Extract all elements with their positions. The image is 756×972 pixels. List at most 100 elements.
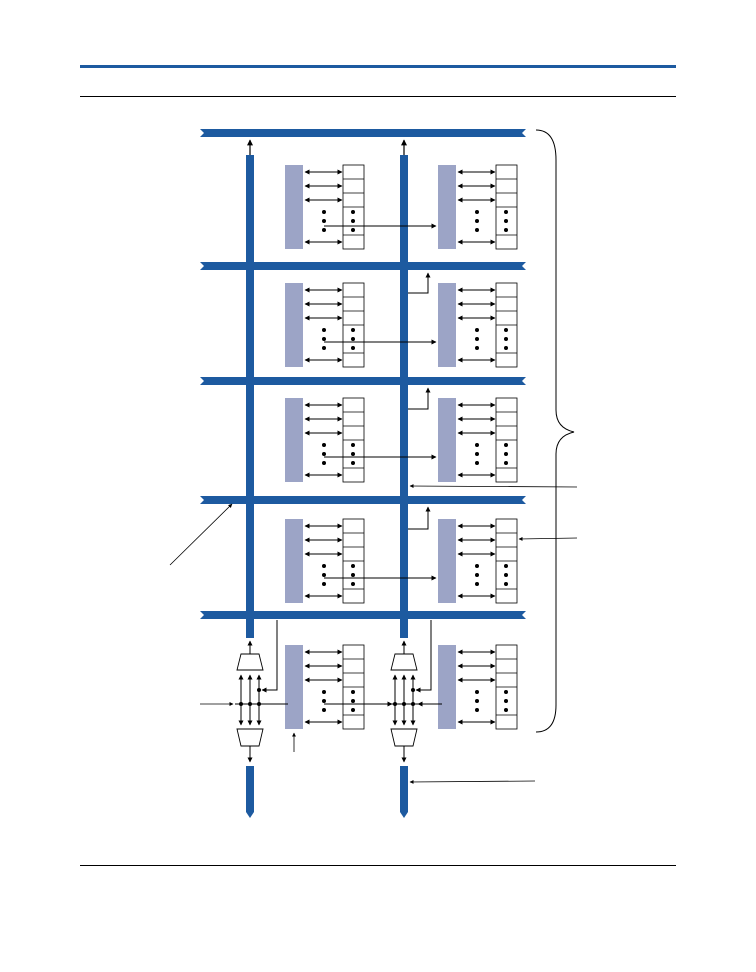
local-routing-channel [285, 283, 303, 367]
ellipsis-dot [475, 461, 479, 465]
header-divider [80, 96, 676, 97]
bus-feedback-line [261, 620, 278, 693]
ellipsis-dot [504, 337, 508, 341]
bus-elbow-arrow [408, 506, 431, 530]
ellipsis-dot [351, 219, 355, 223]
ellipsis-dot [475, 582, 479, 586]
horizontal-bus [200, 377, 526, 385]
ellipsis-dot [322, 461, 326, 465]
ellipsis-dot [322, 690, 326, 694]
ellipsis-dot [322, 228, 326, 232]
ellipsis-dot [504, 708, 508, 712]
logic-block-layer [285, 164, 518, 730]
junction-dot [411, 702, 415, 706]
ellipsis-dot [504, 228, 508, 232]
ellipsis-dot [322, 573, 326, 577]
ellipsis-dot [351, 443, 355, 447]
junction-dot [393, 702, 397, 706]
local-routing-channel [285, 398, 303, 482]
ellipsis-dot [475, 346, 479, 350]
ellipsis-dot [504, 443, 508, 447]
callout-leader [409, 484, 578, 489]
ellipsis-dot [351, 328, 355, 332]
row-grouping-brace [535, 129, 575, 733]
output-mux [236, 653, 264, 671]
ellipsis-dot [475, 443, 479, 447]
footer-divider [80, 865, 676, 866]
local-routing-channel [285, 645, 303, 729]
ellipsis-dot [475, 210, 479, 214]
ellipsis-dot [504, 699, 508, 703]
ellipsis-dot [504, 210, 508, 214]
ellipsis-dot [504, 452, 508, 456]
ellipsis-dot [351, 228, 355, 232]
junction-dot [257, 702, 261, 706]
input-mux [236, 728, 264, 747]
ellipsis-dot [504, 690, 508, 694]
bus-elbow-arrow [408, 387, 431, 410]
ellipsis-dot [504, 219, 508, 223]
local-routing-channel [438, 283, 456, 367]
ellipsis-dot [351, 210, 355, 214]
local-routing-channel [438, 519, 456, 603]
ellipsis-dot [351, 337, 355, 341]
horizontal-bus [200, 129, 526, 137]
io-mux-group [389, 620, 442, 763]
ellipsis-dot [475, 337, 479, 341]
vertical-bus [400, 155, 408, 638]
ellipsis-dot [351, 461, 355, 465]
ellipsis-dot [322, 443, 326, 447]
local-routing-channel [285, 519, 303, 603]
ellipsis-dot [322, 564, 326, 568]
io-layer [235, 620, 442, 763]
ellipsis-dot [322, 708, 326, 712]
ellipsis-dot [475, 564, 479, 568]
junction-dot [248, 702, 252, 706]
ellipsis-dot [351, 573, 355, 577]
bottom-bus-stub [246, 766, 254, 818]
ellipsis-dot [322, 582, 326, 586]
local-routing-channel [438, 645, 456, 729]
ellipsis-dot [322, 328, 326, 332]
bottom-bus-stub [400, 766, 408, 818]
horizontal-bus-layer [200, 129, 526, 619]
ellipsis-dot [351, 690, 355, 694]
ellipsis-dot [504, 564, 508, 568]
ellipsis-dot [475, 708, 479, 712]
ellipsis-dot [475, 228, 479, 232]
ellipsis-dot [322, 337, 326, 341]
junction-dot [239, 702, 243, 706]
ellipsis-dot [351, 699, 355, 703]
horizontal-bus [200, 262, 526, 270]
ellipsis-dot [475, 573, 479, 577]
output-mux [390, 653, 418, 671]
local-routing-channel [438, 165, 456, 249]
ellipsis-dot [475, 699, 479, 703]
horizontal-bus [200, 496, 526, 504]
ellipsis-dot [475, 219, 479, 223]
ellipsis-dot [351, 346, 355, 350]
callout-leader [169, 503, 233, 566]
junction-dot [402, 702, 406, 706]
ellipsis-dot [504, 582, 508, 586]
ellipsis-dot [322, 452, 326, 456]
bus-feedback-line [415, 620, 432, 693]
bus-elbow-arrow [408, 272, 431, 294]
header-rule [80, 65, 676, 68]
ellipsis-dot [504, 461, 508, 465]
ellipsis-dot [351, 708, 355, 712]
ellipsis-dot [351, 582, 355, 586]
input-mux [390, 728, 418, 747]
connector-layer [169, 129, 578, 784]
vertical-bus-layer [246, 139, 408, 818]
local-routing-channel [285, 165, 303, 249]
ellipsis-dot [351, 564, 355, 568]
callout-leader [409, 779, 536, 784]
ellipsis-dot [351, 452, 355, 456]
callout-leader [518, 536, 578, 541]
horizontal-bus [200, 611, 526, 619]
ellipsis-dot [504, 328, 508, 332]
ellipsis-dot [475, 452, 479, 456]
io-mux-group [235, 620, 288, 763]
